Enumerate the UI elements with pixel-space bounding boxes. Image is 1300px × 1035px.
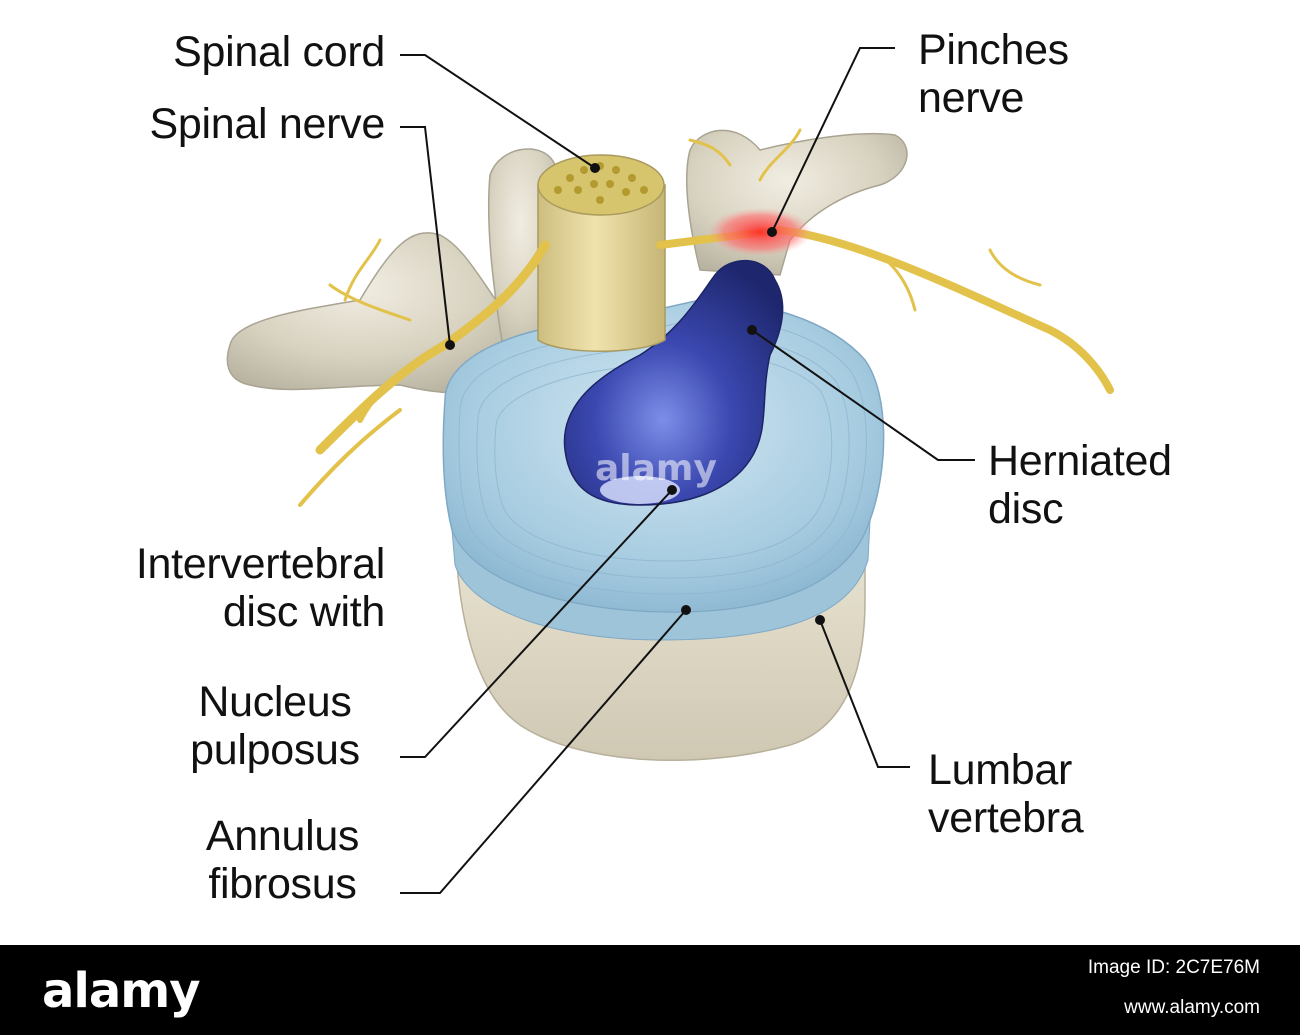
nucleus-pulposus-shape	[563, 259, 784, 506]
site-url: www.alamy.com	[1124, 997, 1260, 1018]
label-pinches-nerve: Pinches nerve	[918, 26, 1069, 122]
image-id: Image ID: 2C7E76M	[1087, 957, 1260, 978]
label-herniated-disc: Herniated disc	[988, 437, 1172, 533]
footer-bar: alamy Image ID: 2C7E76M www.alamy.com	[0, 945, 1300, 1035]
label-intervertebral-disc: Intervertebral disc with	[135, 540, 385, 636]
brand-logo: alamy	[42, 963, 201, 1019]
label-lumbar-vertebra: Lumbar vertebra	[928, 746, 1084, 842]
label-spinal-cord: Spinal cord	[173, 28, 385, 76]
spinal-cord-top	[537, 154, 665, 216]
diagram-canvas: alamy Spinal cord Spinal nerve Pinches n…	[135, 26, 1173, 908]
spinal-cord-shape	[537, 184, 666, 352]
label-nucleus-pulposus: Nucleus pulposus	[190, 678, 360, 774]
disc-side	[451, 519, 871, 641]
leader-dots	[445, 163, 825, 625]
leader-lines	[400, 47, 975, 894]
watermark: alamy	[595, 448, 717, 489]
nucleus-highlight	[600, 476, 680, 504]
label-annulus-fibrosus: Annulus fibrosus	[205, 812, 360, 908]
label-spinal-nerve: Spinal nerve	[149, 100, 386, 148]
spine-illustration	[226, 47, 1114, 894]
pinch-highlight	[708, 208, 812, 256]
spinal-cord-fibers	[554, 162, 648, 204]
